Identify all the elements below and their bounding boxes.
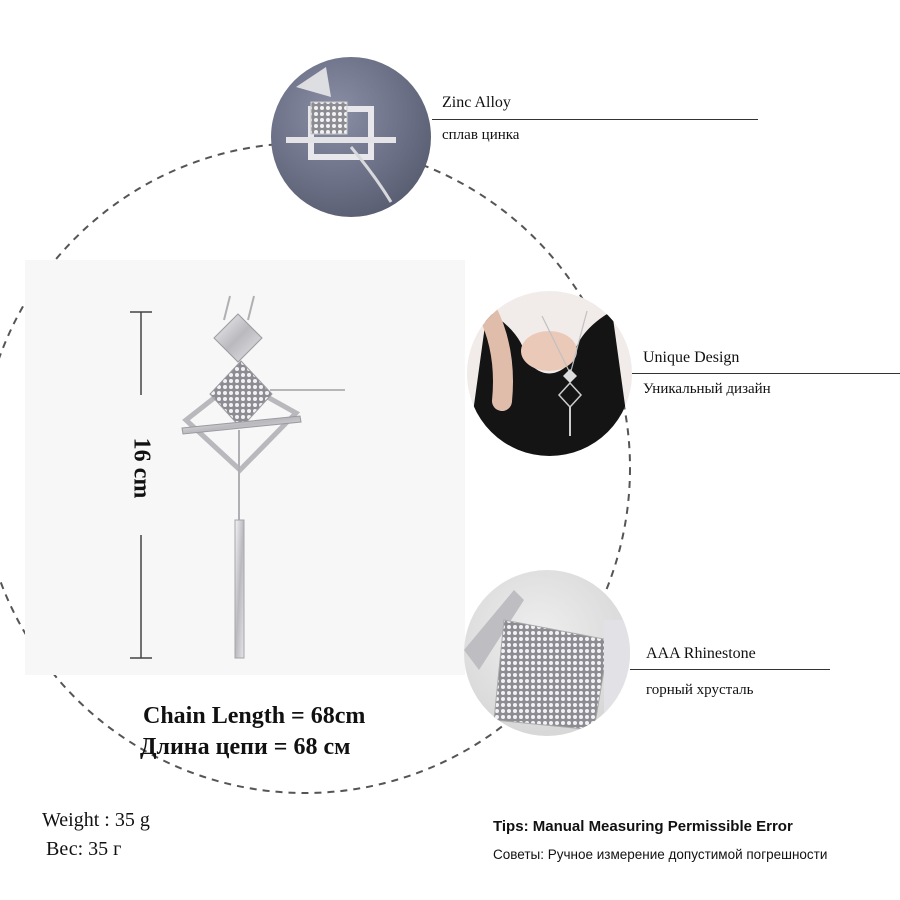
weight-ru-label: Вес: 35 г [46, 838, 122, 860]
height-label: 16 cm [128, 437, 155, 499]
feature-unique-design-label: Unique Design [643, 349, 740, 366]
feature-zinc-alloy-label: Zinc Alloy [442, 94, 511, 111]
feature-rhinestone-label: AAA Rhinestone [646, 645, 756, 662]
feature-rhinestone-line [630, 669, 830, 670]
feature-rhinestone-ru-label: горный хрусталь [646, 682, 754, 698]
feature-zinc-alloy-ru-label: сплав цинка [442, 127, 520, 143]
chain-length-ru-label: Длина цепи = 68 см [140, 734, 351, 760]
feature-unique-design-line [632, 373, 900, 374]
rhinestone-closeup-icon [464, 570, 630, 736]
detail-clasp-icon [271, 57, 431, 217]
tips-label: Tips: Manual Measuring Permissible Error [493, 818, 793, 835]
weight-label: Weight : 35 g [42, 809, 150, 831]
tips-ru-label: Советы: Ручное измерение допустимой погр… [493, 847, 828, 862]
feature-zinc-alloy-line [432, 119, 758, 120]
chain-length-label: Chain Length = 68cm [143, 703, 366, 729]
model-wearing-icon [467, 291, 632, 456]
feature-unique-design-ru-label: Уникальный дизайн [643, 381, 771, 397]
